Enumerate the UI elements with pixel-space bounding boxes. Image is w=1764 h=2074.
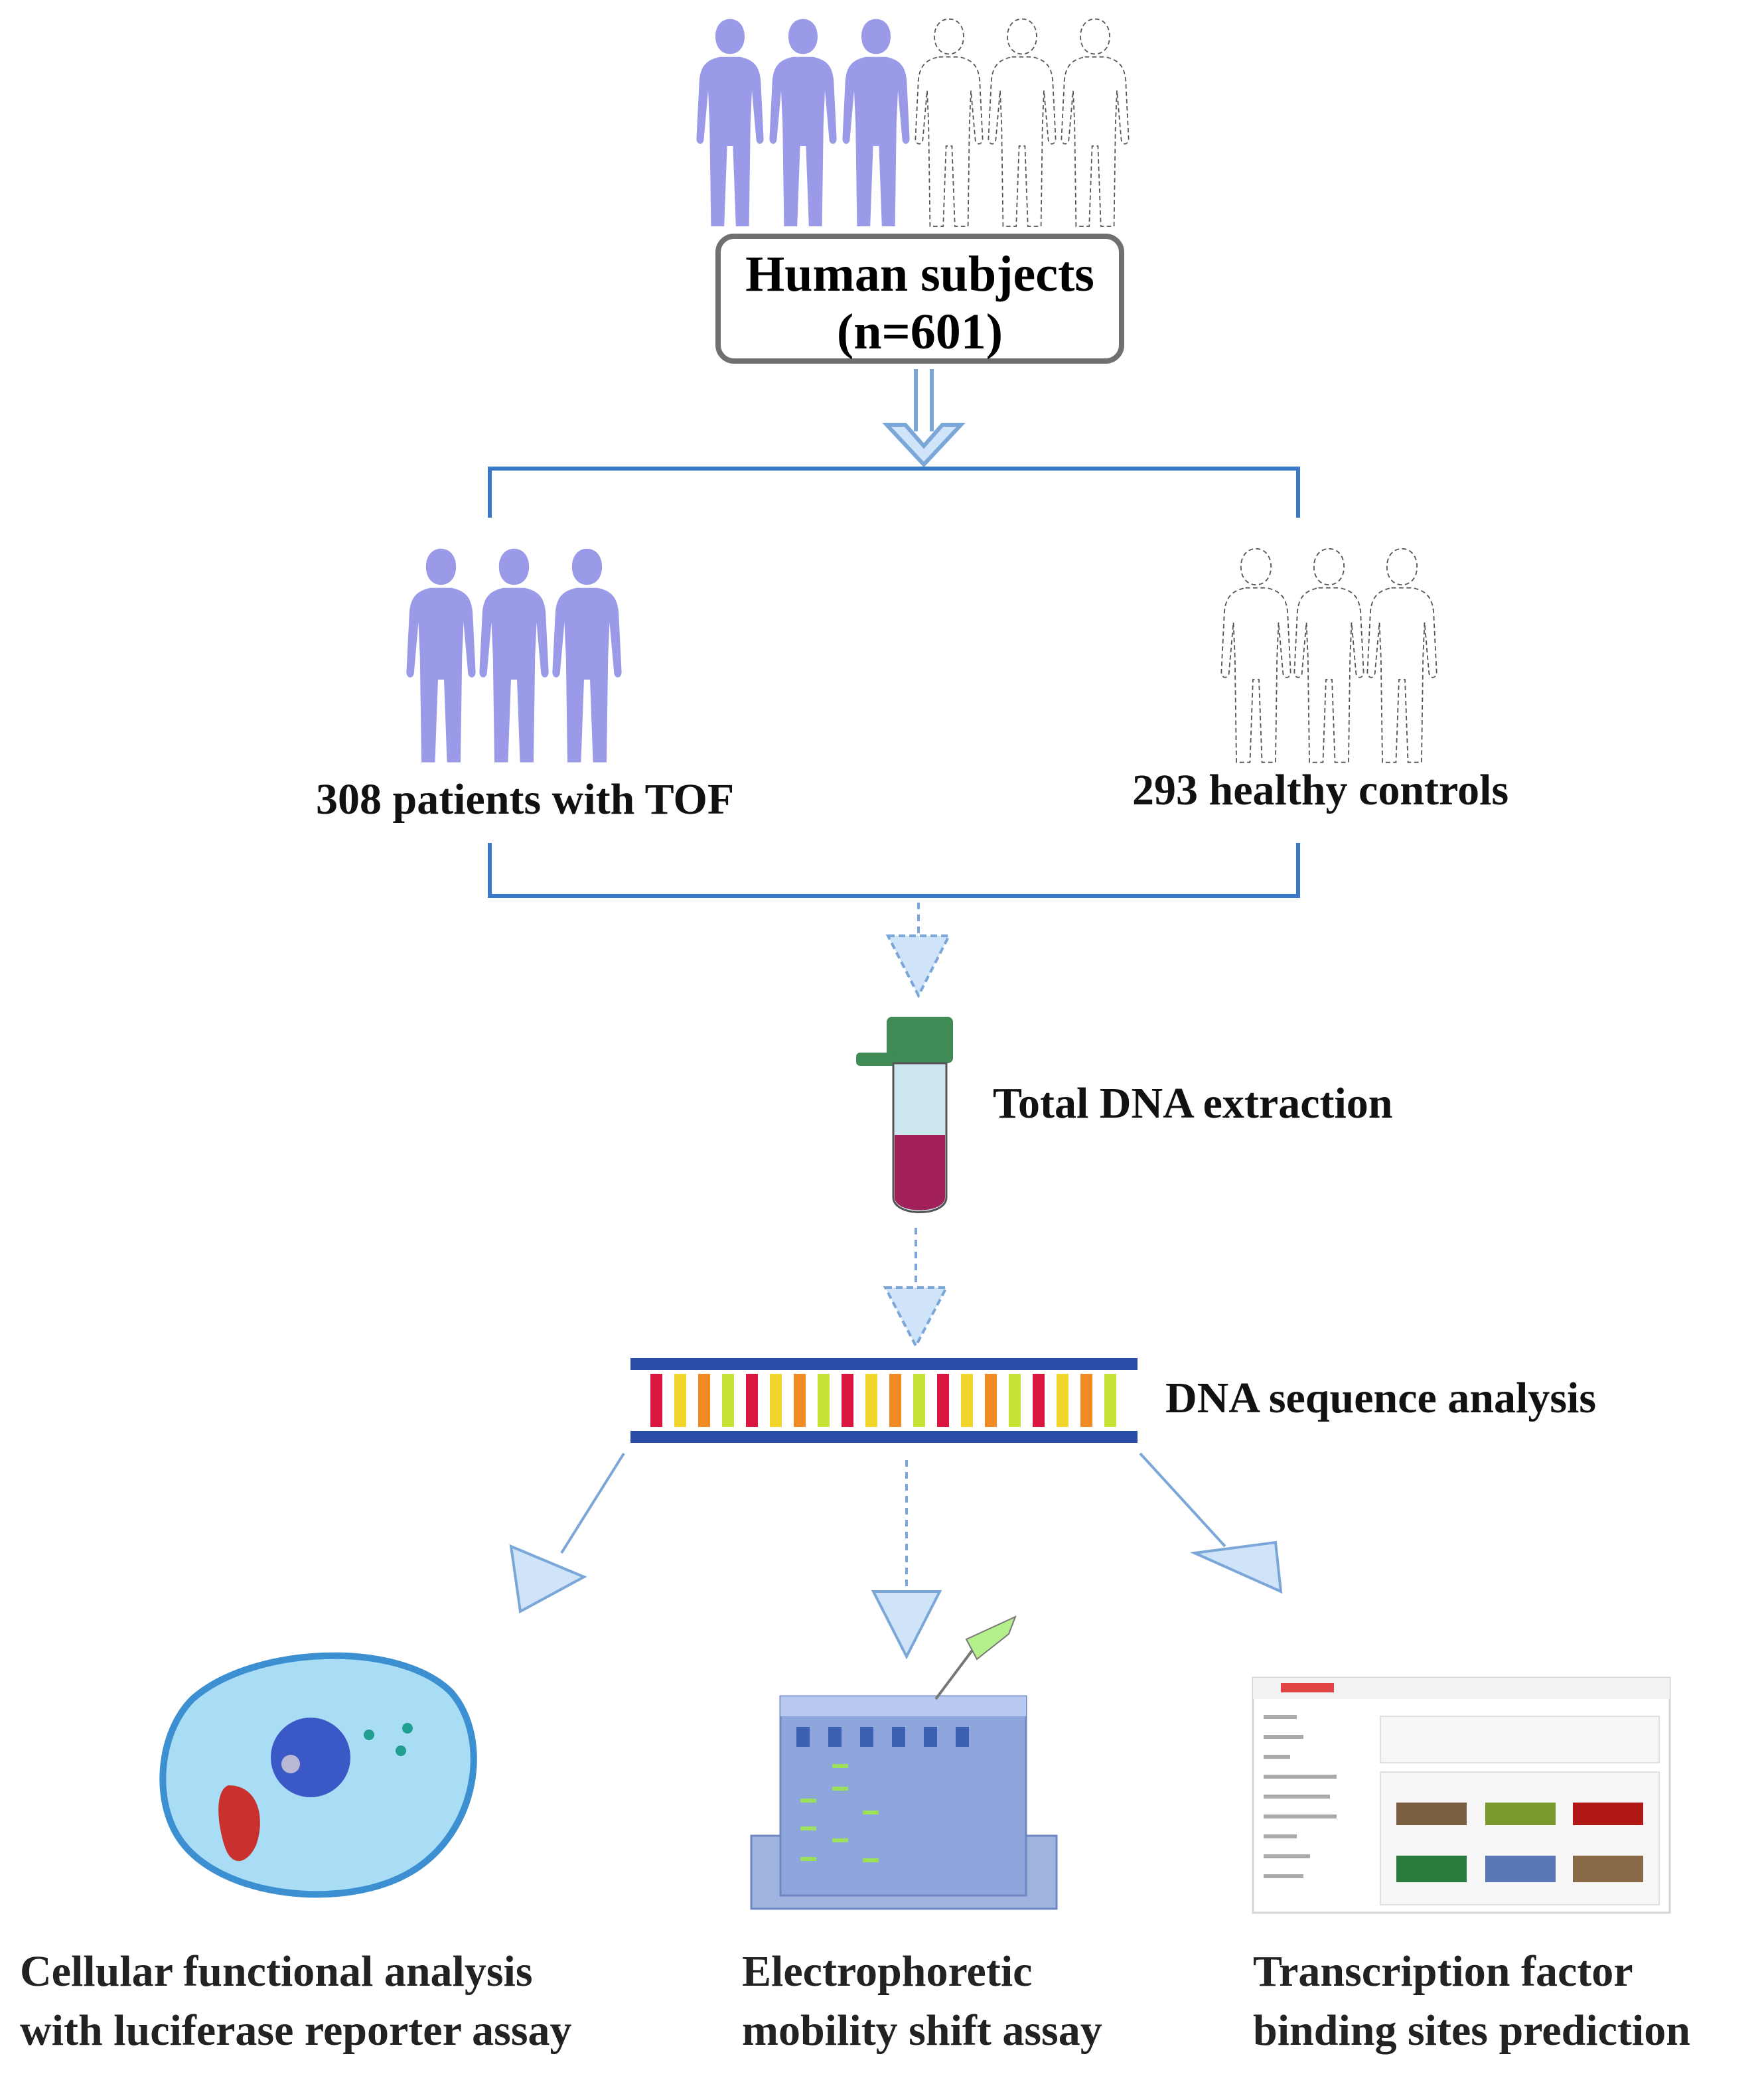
tfbs-caption: Transcription factor binding sites predi… <box>1253 1942 1690 2060</box>
arrow-to-luciferase <box>509 1452 625 1614</box>
dna-base-pair <box>1080 1374 1092 1427</box>
dna-base-pair <box>1009 1374 1021 1427</box>
dna-base-pair <box>961 1374 973 1427</box>
patient-figure-icon <box>842 19 910 226</box>
blood-tube-icon <box>856 1017 953 1213</box>
dna-base-pair <box>770 1374 782 1427</box>
tfbs-caption-line2: binding sites prediction <box>1253 2006 1690 2055</box>
control-figure-icon <box>1061 18 1130 227</box>
emsa-caption: Electrophoretic mobility shift assay <box>742 1942 1102 2060</box>
dna-base-pair <box>722 1374 734 1427</box>
control-figure-icon <box>988 18 1057 227</box>
cohort-figures <box>696 18 1130 227</box>
arrow-to-groups <box>882 369 966 468</box>
control-figure-icon <box>1366 548 1437 763</box>
dna-base-pair <box>842 1374 853 1427</box>
control-figure-icon <box>915 18 984 227</box>
patient-figure-icon <box>769 19 837 226</box>
arrow-to-extraction <box>885 903 952 999</box>
arrow-to-tfbs <box>1139 1452 1283 1594</box>
control-figure-icon <box>1220 548 1291 763</box>
patient-figure-icon <box>479 548 549 763</box>
control-figure-icon <box>1293 548 1364 763</box>
dna-base-pair <box>1057 1374 1068 1427</box>
controls-figures <box>1220 548 1437 763</box>
dna-base-pair <box>794 1374 806 1427</box>
human-subjects-box: Human subjects (n=601) <box>715 234 1124 364</box>
dna-base-pair <box>937 1374 949 1427</box>
tfbs-website-icon <box>1252 1676 1671 1914</box>
dna-base-pair <box>865 1374 877 1427</box>
dna-ladder-icon <box>630 1358 1138 1443</box>
dna-base-pair <box>818 1374 830 1427</box>
patient-figure-icon <box>552 548 622 763</box>
dna-base-pair <box>985 1374 997 1427</box>
dna-base-pair <box>1033 1374 1045 1427</box>
arrow-to-sequence <box>883 1228 949 1349</box>
luciferase-assay-caption: Cellular functional analysis with lucife… <box>20 1942 572 2060</box>
cell-icon <box>159 1652 477 1898</box>
arrow-to-emsa <box>871 1460 942 1660</box>
emsa-caption-line1: Electrophoretic <box>742 1947 1033 1996</box>
tfbs-caption-line1: Transcription factor <box>1253 1947 1633 1996</box>
sequence-analysis-label: DNA sequence analysis <box>1165 1374 1597 1422</box>
luciferase-caption-line1: Cellular functional analysis <box>20 1947 533 1996</box>
dna-base-pair <box>698 1374 710 1427</box>
patient-figure-icon <box>406 548 476 763</box>
patients-label: 308 patients with TOF <box>316 775 735 824</box>
human-subjects-count: (n=601) <box>836 304 1003 360</box>
dna-base-pair <box>746 1374 758 1427</box>
dna-base-pair <box>1104 1374 1116 1427</box>
dna-extraction-label: Total DNA extraction <box>993 1079 1393 1128</box>
human-subjects-label: Human subjects <box>745 246 1094 302</box>
controls-label: 293 healthy controls <box>1132 766 1509 814</box>
dna-base-pair <box>913 1374 925 1427</box>
emsa-caption-line2: mobility shift assay <box>742 2006 1102 2055</box>
dna-base-pair <box>889 1374 901 1427</box>
dna-base-pair <box>674 1374 686 1427</box>
group-bracket-bottom <box>488 843 1300 898</box>
patients-figures <box>406 548 622 763</box>
dna-base-pair <box>650 1374 662 1427</box>
luciferase-caption-line2: with luciferase reporter assay <box>20 2006 572 2055</box>
patient-figure-icon <box>696 19 764 226</box>
group-bracket-top <box>488 467 1300 518</box>
gel-electrophoresis-icon <box>750 1615 1058 1910</box>
